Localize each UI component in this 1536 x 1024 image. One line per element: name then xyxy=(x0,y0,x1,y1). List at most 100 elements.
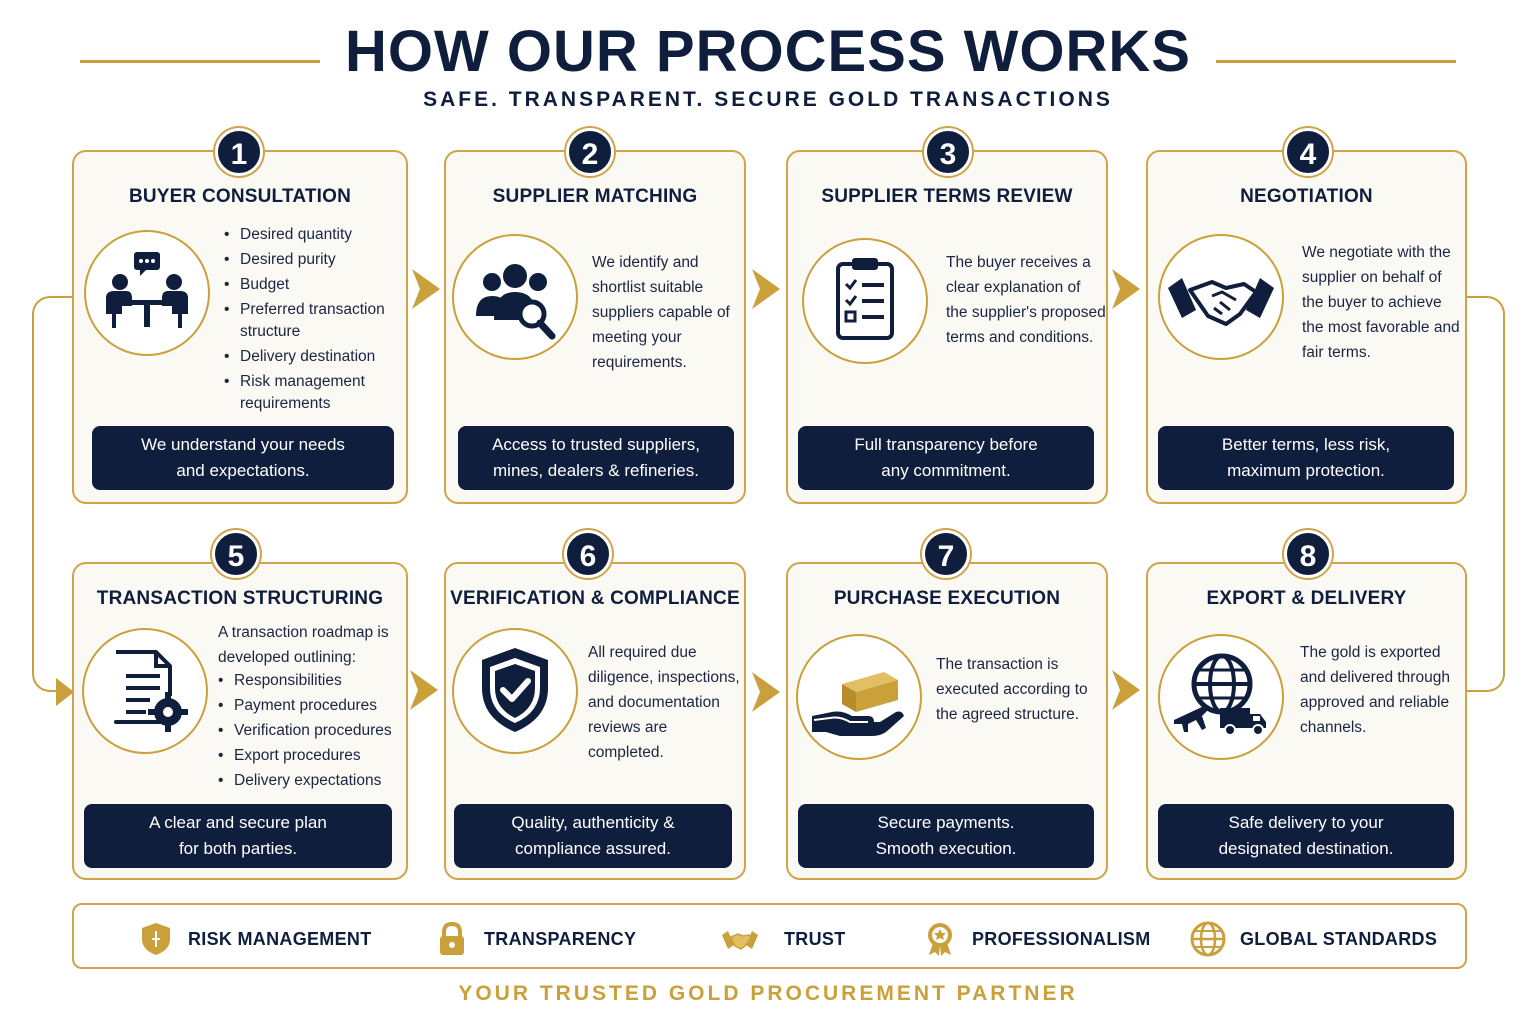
step-summary-box: Full transparency before any commitment. xyxy=(798,426,1094,490)
summary-line: compliance assured. xyxy=(515,839,671,858)
step-icon-circle xyxy=(82,628,208,754)
step-description: We negotiate with the supplier on behalf… xyxy=(1302,244,1460,361)
step-summary-box: Access to trusted suppliers, mines, deal… xyxy=(458,426,734,490)
summary-line: Smooth execution. xyxy=(875,839,1017,858)
padlock-icon xyxy=(440,921,464,955)
bullet-item: Desired quantity xyxy=(224,224,406,246)
bullet-item: Preferred transaction structure xyxy=(224,299,406,343)
summary-line: and expectations. xyxy=(176,461,310,480)
bullet-item: Desired purity xyxy=(224,249,406,271)
value-label: PROFESSIONALISM xyxy=(972,928,1151,949)
summary-line: A clear and secure plan xyxy=(149,813,327,832)
step-summary-box: Secure payments. Smooth execution. xyxy=(798,804,1094,868)
step-title: BUYER CONSULTATION xyxy=(128,186,352,207)
step-card-2: 2 SUPPLIER MATCHING We identify and shor… xyxy=(444,128,746,504)
values-bar: RISK MANAGEMENT TRANSPARENCY TRUST PROFE… xyxy=(72,903,1467,969)
hand-gold-bar-icon xyxy=(812,672,904,736)
value-item: TRANSPARENCY xyxy=(434,921,637,955)
step-number-badge: 6 xyxy=(564,530,612,578)
step-card-8: 8 EXPORT & DELIVERY The gold is exported… xyxy=(1146,530,1467,880)
step-card-5: 5 TRANSACTION STRUCTURING A transaction … xyxy=(72,530,408,880)
step-title: TRANSACTION STRUCTURING xyxy=(96,588,384,609)
shield-icon xyxy=(142,923,170,955)
flow-arrow-7-8 xyxy=(1112,670,1140,710)
summary-line: for both parties. xyxy=(178,839,298,858)
summary-line: maximum protection. xyxy=(1227,461,1385,480)
flow-arrow-2-3 xyxy=(752,269,780,309)
shield-check-icon xyxy=(482,648,548,732)
bullet-item: Responsibilities xyxy=(218,670,408,692)
step-summary-box: A clear and secure plan for both parties… xyxy=(84,804,392,868)
flow-arrow-3-4 xyxy=(1112,269,1140,309)
value-item: GLOBAL STANDARDS xyxy=(1190,921,1438,957)
step-title: VERIFICATION & COMPLIANCE xyxy=(450,588,740,609)
step-summary-box: Safe delivery to your designated destina… xyxy=(1158,804,1454,868)
step-card-7: 7 PURCHASE EXECUTION The transaction is … xyxy=(786,530,1108,880)
globe-plane-truck-icon xyxy=(1174,653,1266,736)
summary-line: any commitment. xyxy=(881,461,1011,480)
step-description: The transaction is executed according to… xyxy=(936,656,1088,723)
title-divider-right xyxy=(1216,60,1456,63)
step-description: The buyer receives a clear explanation o… xyxy=(946,254,1106,346)
header: HOW OUR PROCESS WORKS xyxy=(0,18,1536,88)
step-number-badge: 2 xyxy=(566,128,614,176)
bullet-item: Risk management requirements xyxy=(224,371,406,415)
step-title: NEGOTIATION xyxy=(1240,186,1373,207)
step-number-badge: 7 xyxy=(922,530,970,578)
step-icon-circle xyxy=(796,634,922,760)
flow-arrow-5-6 xyxy=(410,670,438,710)
step-icon-circle xyxy=(452,628,578,754)
loop-connector-right xyxy=(1467,296,1505,692)
people-search-icon xyxy=(476,264,556,340)
step-description: We identify and shortlist suitable suppl… xyxy=(592,254,730,371)
value-label: GLOBAL STANDARDS xyxy=(1240,928,1438,949)
step-number-badge: 5 xyxy=(212,530,260,578)
award-medal-icon xyxy=(928,923,952,956)
bullet-item: Delivery expectations xyxy=(218,770,408,792)
handshake-icon xyxy=(722,931,758,950)
step-bullet-list: Responsibilities Payment procedures Veri… xyxy=(218,670,408,795)
handshake-icon xyxy=(1168,278,1274,326)
step-summary-box: Better terms, less risk, maximum protect… xyxy=(1158,426,1454,490)
value-item: TRUST xyxy=(710,923,846,955)
step-icon-circle xyxy=(1158,634,1284,760)
summary-line: Secure payments. xyxy=(877,813,1015,832)
bullet-item: Verification procedures xyxy=(218,720,408,742)
summary-line: Quality, authenticity & xyxy=(511,813,675,832)
flow-arrow-6-7 xyxy=(752,672,780,712)
value-item: RISK MANAGEMENT xyxy=(138,923,372,955)
step-summary-box: Quality, authenticity & compliance assur… xyxy=(454,804,732,868)
page-title: HOW OUR PROCESS WORKS xyxy=(345,19,1191,84)
flow-arrow-1-2 xyxy=(412,269,440,309)
value-label: TRANSPARENCY xyxy=(484,928,637,949)
loop-arrow-left xyxy=(56,678,74,706)
consultation-meeting-icon xyxy=(106,252,188,328)
loop-connector-left xyxy=(32,296,74,692)
summary-line: Better terms, less risk, xyxy=(1221,435,1391,454)
bullet-item: Delivery destination xyxy=(224,346,406,368)
step-icon-circle xyxy=(1158,234,1284,360)
summary-line: mines, dealers & refineries. xyxy=(493,461,699,480)
step-card-1: 1 BUYER CONSULTATION Desired quantity De… xyxy=(72,128,408,504)
step-title: EXPORT & DELIVERY xyxy=(1206,588,1407,609)
step-title: PURCHASE EXECUTION xyxy=(833,588,1061,609)
page-subtitle: SAFE. TRANSPARENT. SECURE GOLD TRANSACTI… xyxy=(423,88,1113,111)
step-icon-circle xyxy=(84,230,210,356)
summary-line: designated destination. xyxy=(1218,839,1394,858)
step-summary-box: We understand your needs and expectation… xyxy=(92,426,394,490)
step-title: SUPPLIER MATCHING xyxy=(492,186,698,207)
value-item: PROFESSIONALISM xyxy=(922,923,1151,956)
summary-line: Access to trusted suppliers, xyxy=(492,435,700,454)
summary-line: Full transparency before xyxy=(854,435,1038,454)
step-card-4: 4 NEGOTIATION We negotiate with the supp… xyxy=(1146,128,1467,504)
step-card-6: 6 VERIFICATION & COMPLIANCE All required… xyxy=(444,530,746,880)
step-description: All required due diligence, inspections,… xyxy=(588,644,740,761)
globe-icon xyxy=(1190,921,1226,957)
value-label: TRUST xyxy=(784,928,846,949)
step-intro: A transaction roadmap is developed outli… xyxy=(218,624,389,666)
step-number-badge: 1 xyxy=(215,128,263,176)
step-icon-circle xyxy=(802,238,928,364)
value-label: RISK MANAGEMENT xyxy=(188,928,372,949)
clipboard-checklist-icon xyxy=(836,258,894,340)
bullet-item: Export procedures xyxy=(218,745,408,767)
